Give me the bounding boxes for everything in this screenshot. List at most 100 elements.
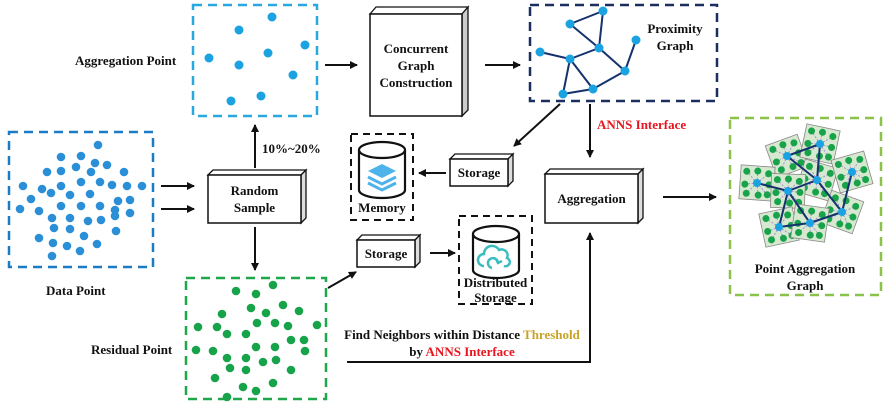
cluster-spoke [816, 179, 825, 194]
data-point-dot [47, 213, 57, 223]
aggregation-point-label: Aggregation Point [75, 53, 177, 68]
cluster-member-dot [826, 169, 834, 177]
residual-point-dot [270, 318, 280, 328]
residual-point-dot [300, 346, 310, 356]
data-point-dot [85, 189, 95, 199]
proximity-graph-network [535, 6, 641, 99]
cluster-spoke [772, 149, 788, 157]
concurrent-graph-box [368, 5, 470, 118]
proximity-graph-node [565, 19, 575, 29]
cluster-spoke [756, 182, 768, 196]
cluster-member-dot [856, 155, 864, 163]
pag-edge [786, 143, 821, 157]
data-point-dot [76, 177, 86, 187]
aggregation-point-dot [288, 70, 298, 80]
pag-edge [756, 182, 789, 192]
cluster-member-dot [860, 166, 868, 174]
cluster-member-dot [754, 167, 762, 175]
residual-point-dot [268, 378, 278, 388]
residual-point-dot [208, 346, 218, 356]
pag-hub-node [753, 179, 761, 187]
residual-point-dot [231, 286, 241, 296]
residual-point-label: Residual Point [91, 342, 173, 357]
cluster-member-dot [795, 229, 803, 237]
residual-point-dot [299, 335, 309, 345]
aggregation-point-dot [234, 25, 244, 35]
cluster-member-dot [806, 231, 814, 239]
cluster-member-dot [772, 189, 780, 197]
residual-point-dot [212, 322, 222, 332]
proximity-graph-label: Proximity Graph [643, 20, 707, 54]
cluster-member-dot [815, 231, 823, 239]
pag-hub-node [775, 223, 783, 231]
residual-point-dot [193, 322, 203, 332]
residual-point-dot [312, 320, 322, 330]
aggregation-point-panel [191, 3, 319, 118]
cluster-member-dot [754, 191, 762, 199]
cluster-member-dot [824, 153, 832, 161]
pag-edge [787, 190, 811, 224]
data-point-dot [137, 181, 147, 191]
data-point-dot [75, 246, 85, 256]
aggregation-point-dot [263, 48, 273, 58]
data-point-dot [107, 180, 117, 190]
residual-point-dot [246, 303, 256, 313]
residual-point-dot [210, 373, 220, 383]
concurrent-graph-label: Concurrent Graph Construction [370, 40, 462, 91]
cluster-member-dot [772, 158, 780, 166]
find-neighbors-prefix: Find Neighbors within Distance [344, 327, 524, 342]
distributed-storage-label: Distributed Storage [459, 275, 532, 305]
data-point-dot [110, 205, 120, 215]
sample-ratio-label: 10%~20% [262, 141, 321, 156]
cluster-member-dot [808, 127, 816, 135]
aggregation-point-dot [267, 12, 277, 22]
cluster-spoke [778, 226, 793, 236]
data-point-dot [18, 181, 28, 191]
pag-edge [786, 155, 818, 181]
cluster-member-dot [849, 213, 857, 221]
memory-panel [350, 133, 414, 221]
proximity-graph-node [558, 89, 568, 99]
cluster-member-dot [777, 166, 785, 174]
residual-point-dot [251, 289, 261, 299]
aggregation-point-dot [226, 96, 236, 106]
pag-hub-node [848, 168, 856, 176]
cluster-spoke [819, 143, 829, 158]
distributed-line2: Storage [474, 290, 517, 305]
arrow-proximity-to-storage [513, 103, 561, 147]
data-point-dot [26, 194, 36, 204]
cluster-member-dot [742, 189, 750, 197]
cluster-member-dot [837, 173, 845, 181]
residual-point-dot [225, 363, 235, 373]
pag-hub-node [838, 208, 846, 216]
cluster-member-dot [784, 211, 792, 219]
data-point-dot [95, 177, 105, 187]
proximity-graph-edge [569, 10, 604, 25]
pag-network [738, 123, 874, 248]
cluster-spoke [786, 155, 802, 163]
residual-point-dot [222, 353, 232, 363]
data-point-dot [93, 140, 103, 150]
residual-point-panel [184, 276, 328, 402]
pag-hub-node [784, 187, 792, 195]
residual-point-dot [222, 392, 232, 402]
cluster-member-dot [818, 211, 826, 219]
data-point-dot [65, 213, 75, 223]
proximity-graph-border [528, 3, 719, 103]
data-point-dot [110, 211, 120, 221]
find-neighbors-label: Find Neighbors within Distance Threshold… [337, 326, 587, 360]
cluster-member-dot [845, 156, 853, 164]
data-point-dot [119, 167, 129, 177]
aggregation-point-border [191, 3, 319, 118]
data-point-dot [56, 201, 66, 211]
random-sample-line2: Sample [233, 200, 276, 215]
cluster-member-dot [774, 198, 782, 206]
residual-point-dot [294, 306, 304, 316]
proximity-graph-node [594, 43, 604, 53]
data-point-dot [96, 215, 106, 225]
data-point-dot [76, 151, 86, 161]
cluster-member-dot [812, 188, 820, 196]
pag-hub-node [806, 219, 814, 227]
residual-point-dot [283, 321, 293, 331]
storage-top-box [448, 152, 515, 188]
